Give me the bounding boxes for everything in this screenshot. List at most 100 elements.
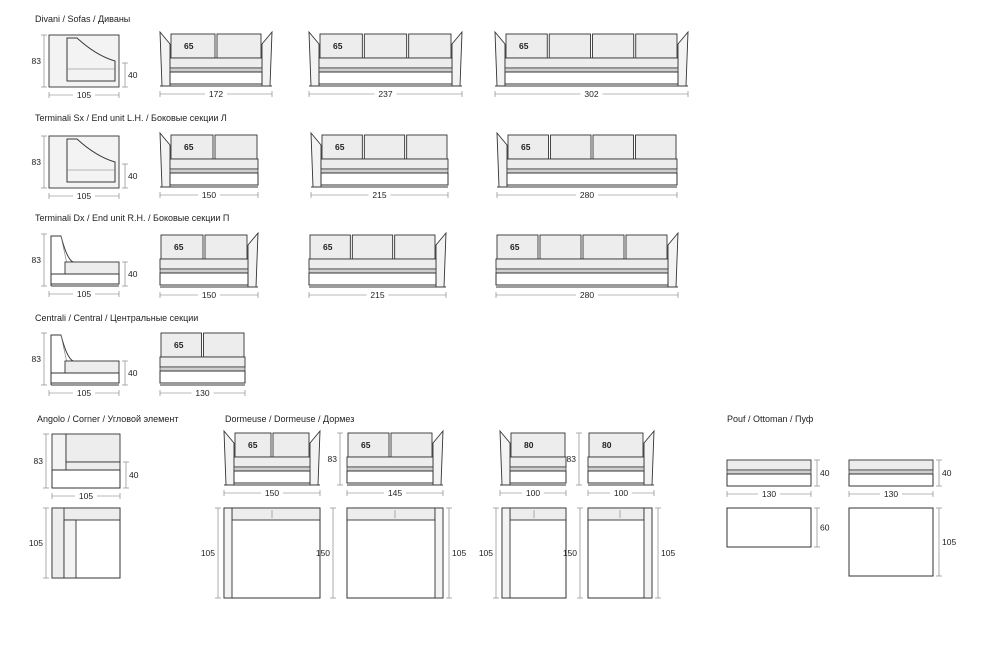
height-value: 40 [128,368,138,378]
width-dimension: 130 [159,388,246,398]
dormeuse-150-plan: 105 [201,507,321,599]
height-dimension: 40 [122,261,138,287]
width-value: 105 [77,90,91,100]
section-title-central: Centrali / Central / Центральные секции [35,313,198,323]
back-cushion [363,134,406,160]
height-dimension: 83 [32,135,47,189]
height-dimension: 40 [936,459,952,487]
dormeuse-height-dimension: 83 [328,432,343,486]
width-value: 105 [77,289,91,299]
dormeuse-length-dimension: 150 [316,507,336,599]
height-dimension: 105 [936,507,956,577]
width-dimension: 150 [159,290,259,300]
back-cushion [505,33,548,59]
dormeuse-100-left-plan: 105 [479,507,567,599]
height-dimension: 40 [123,461,139,489]
height-value: 40 [128,269,138,279]
back-cushion [625,234,668,260]
sofa-237: 65 237 [308,30,463,99]
seat-cushion [495,258,669,270]
width-value: 130 [762,489,776,499]
height-value: 105 [479,548,493,558]
height-value: 40 [128,70,138,80]
height-value: 83 [32,56,42,66]
pouf-front-view-left: 40 130 [726,459,830,499]
height-dimension: 105 [29,507,49,579]
back-cushion [592,134,634,160]
back-cushion [216,33,262,59]
height-value: 105 [201,548,215,558]
seat-cushion [169,158,259,170]
back-cushion [234,432,272,458]
side-view-seat: 83 40 105 [32,233,138,299]
seat-cushion [169,57,263,69]
back-cushion-size: 65 [174,242,184,252]
side-view-sofa: 83 40 105 [32,34,138,100]
height-dimension: 105 [479,507,499,599]
height-value: 83 [567,454,577,464]
width-dimension: 105 [48,388,120,398]
back-cushion [635,33,678,59]
height-value: 40 [820,468,830,478]
width-dimension: 105 [48,90,120,100]
width-value: 100 [614,488,628,498]
width-value: 150 [202,190,216,200]
back-cushion-size: 65 [248,440,258,450]
height-dimension: 83 [32,34,47,88]
seat-cushion [233,456,311,468]
width-dimension: 105 [48,191,120,201]
height-dimension: 40 [122,62,138,88]
width-value: 150 [202,290,216,300]
width-dimension: 145 [346,488,444,498]
dormeuse-small-height-dimension: 83 [567,432,582,486]
height-dimension: 60 [814,507,830,548]
height-dimension: 40 [122,163,138,189]
pouf-plan-60: 60 [726,507,830,548]
back-cushion-size: 65 [184,142,194,152]
back-cushion-size: 65 [510,242,520,252]
back-cushion [272,432,310,458]
end-lh-150: 65 150 [159,131,259,200]
height-value: 40 [128,171,138,181]
back-cushion [592,33,635,59]
back-cushion [170,33,216,59]
height-value: 105 [29,538,43,548]
corner-plan-view: 105 [29,507,121,579]
seat-cushion [587,456,645,468]
width-dimension: 130 [726,489,812,499]
seat-cushion [159,356,246,368]
back-cushion [351,234,394,260]
seat-cushion [159,258,249,270]
back-cushion [363,33,408,59]
section-title-lh: Terminali Sx / End unit L.H. / Боковые с… [35,113,227,123]
height-value: 150 [316,548,330,558]
back-cushion [548,33,591,59]
seat-cushion [318,57,453,69]
back-cushion-size: 65 [333,41,343,51]
width-value: 150 [265,488,279,498]
back-cushion [347,432,390,458]
seat-cushion [320,158,449,170]
width-dimension: 100 [587,488,655,498]
back-cushion [408,33,452,59]
height-dimension: 83 [32,233,47,287]
back-cushion [160,234,204,260]
height-value: 105 [661,548,675,558]
back-cushion [539,234,582,260]
section-title-rh: Terminali Dx / End unit R.H. / Боковые с… [35,213,229,223]
dormeuse-100-right-plan: 105 [587,507,675,599]
height-dimension: 83 [34,433,49,489]
width-dimension: 237 [308,89,463,99]
width-value: 237 [378,89,392,99]
seat-cushion [346,456,434,468]
